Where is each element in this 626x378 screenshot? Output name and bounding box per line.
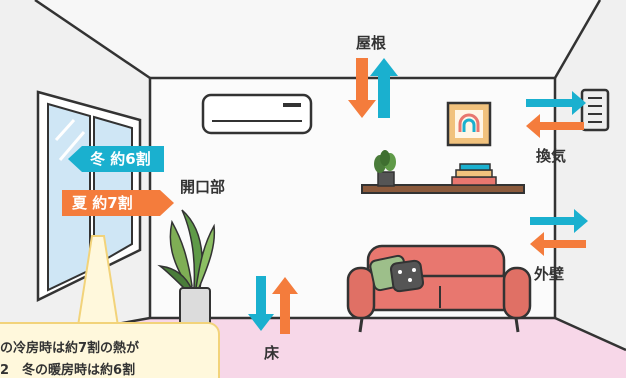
callout-line-2: 2 冬の暖房時は約6割 (0, 363, 136, 378)
wall-picture (446, 101, 492, 147)
label-outer-wall: 外壁 (534, 265, 565, 283)
winter-heat-tag: 冬 約6割 (68, 146, 164, 172)
wall-shelf (361, 150, 525, 194)
outer-wall-arrows (530, 209, 588, 256)
callout-box: の冷房時は約7割の熱が 2 冬の暖房時は約6割 (0, 322, 220, 378)
label-roof: 屋根 (356, 34, 387, 52)
label-ventilation: 換気 (536, 147, 567, 165)
floor-arrows (248, 276, 298, 334)
roof-arrows (348, 58, 398, 118)
vent (580, 88, 610, 132)
label-opening: 開口部 (180, 178, 226, 196)
summer-heat-tag: 夏 約7割 (62, 190, 174, 216)
callout-line-1: の冷房時は約7割の熱が (0, 341, 140, 356)
air-conditioner (201, 93, 313, 135)
label-floor: 床 (264, 344, 280, 362)
potted-plant (157, 209, 216, 327)
sofa (346, 244, 532, 333)
ventilation-arrows (526, 91, 586, 138)
ceiling (35, 0, 600, 78)
